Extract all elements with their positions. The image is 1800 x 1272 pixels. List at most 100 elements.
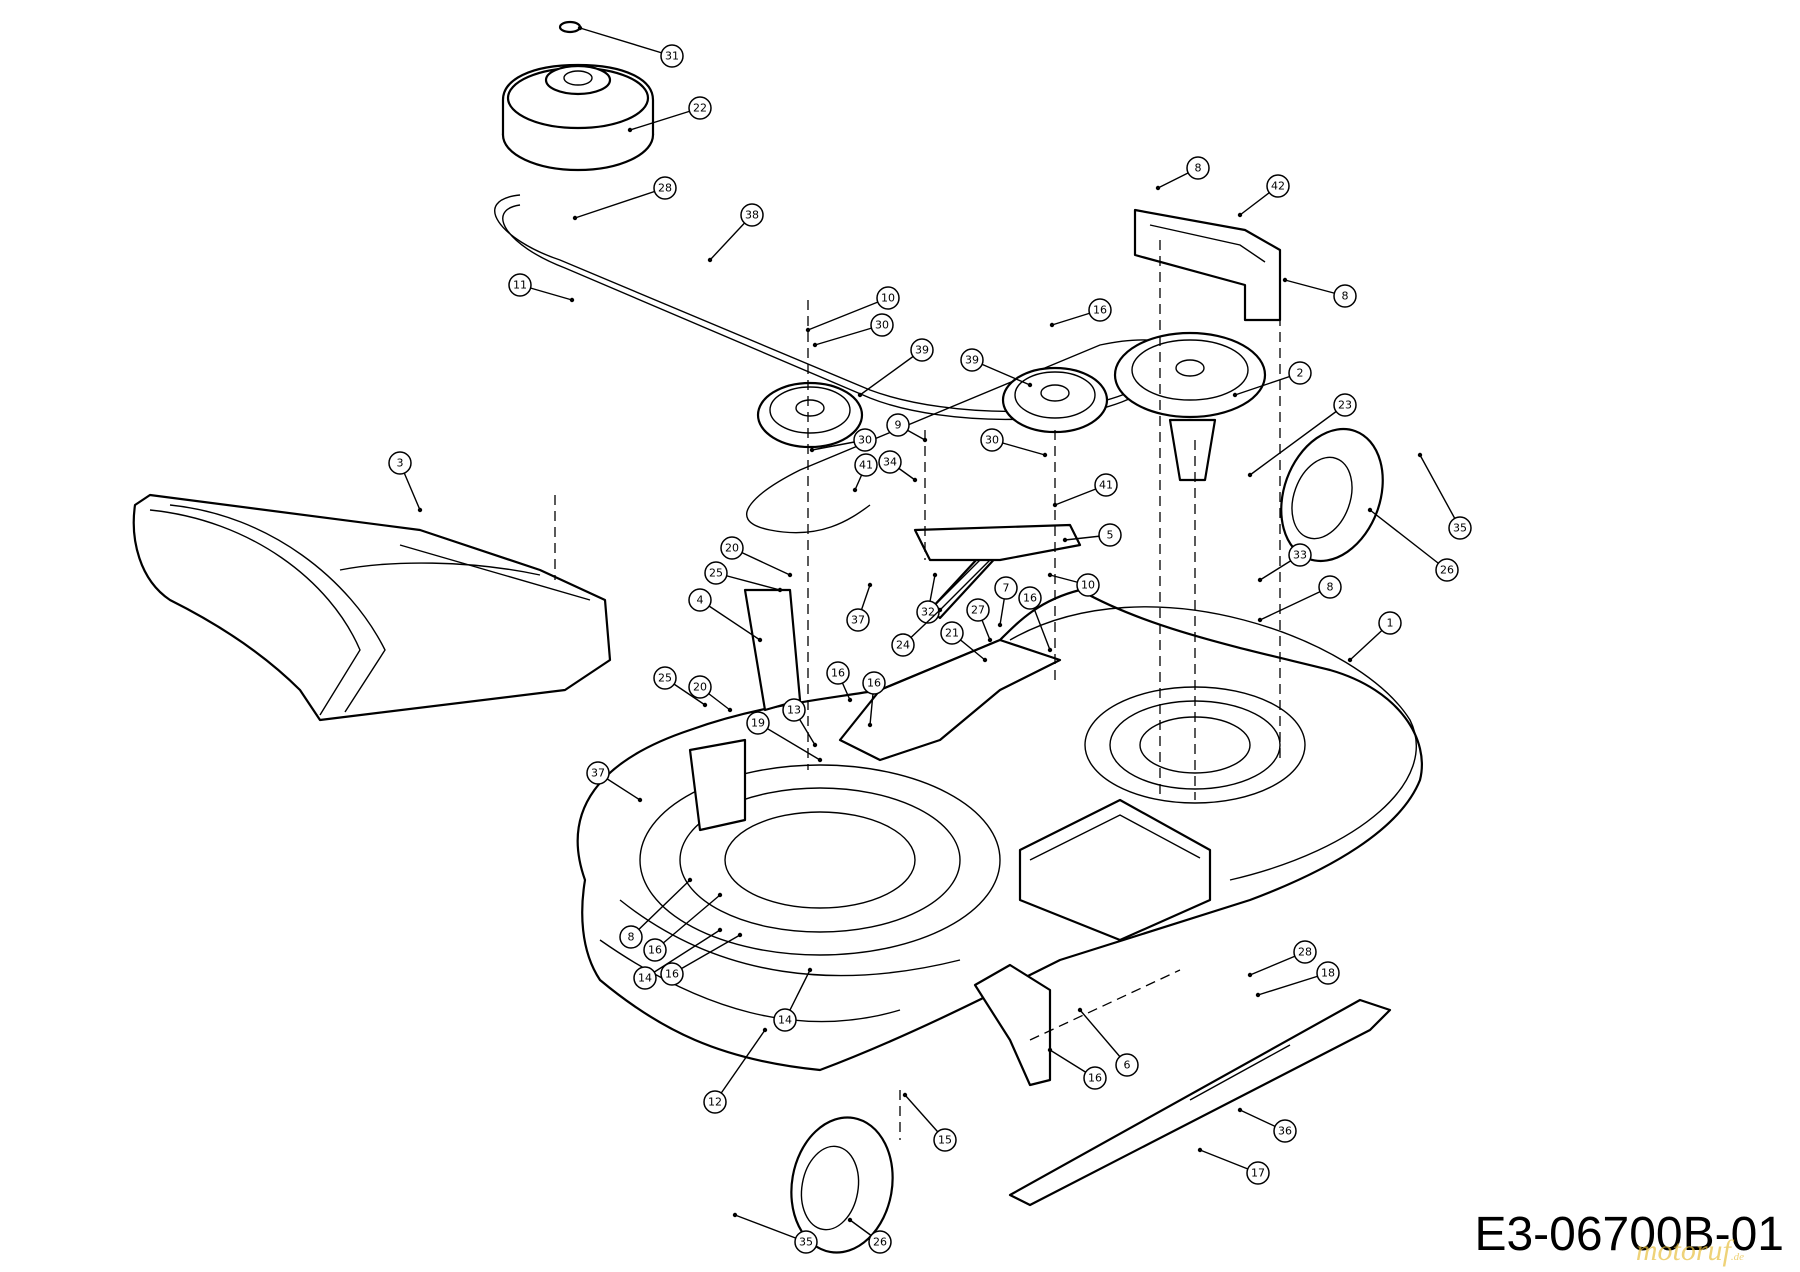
callout-arrowhead	[809, 447, 815, 453]
callout-arrowhead	[1417, 452, 1423, 458]
callout-leader-22	[629, 107, 701, 131]
callout-circle-8	[619, 925, 643, 949]
callout-label-34: 34	[883, 456, 897, 469]
callout-arrowhead	[787, 572, 793, 578]
callout-label-16: 16	[665, 968, 679, 981]
callout-circle-1	[1378, 611, 1402, 635]
callout-arrowhead	[1257, 577, 1263, 583]
callout-label-30: 30	[985, 434, 999, 447]
callout-label-8: 8	[628, 931, 635, 944]
callout-leader-31	[579, 27, 673, 57]
callout-arrowhead	[717, 892, 723, 898]
callout-circle-6	[1115, 1053, 1139, 1077]
callout-arrowhead	[805, 327, 811, 333]
callout-label-16: 16	[648, 944, 662, 957]
callout-label-31: 31	[665, 50, 679, 63]
callout-label-17: 17	[1251, 1167, 1265, 1180]
callout-label-25: 25	[709, 567, 723, 580]
callout-label-24: 24	[896, 639, 910, 652]
callout-label-28: 28	[658, 182, 672, 195]
callout-label-30: 30	[875, 319, 889, 332]
callout-circle-39	[910, 338, 934, 362]
callout-arrowhead	[937, 607, 943, 613]
idler-pulley-right	[1001, 366, 1109, 434]
watermark: motoruf.de	[1635, 1234, 1744, 1267]
callout-label-37: 37	[591, 767, 605, 780]
callout-circle-20	[688, 675, 712, 699]
callout-label-42: 42	[1271, 180, 1285, 193]
callout-arrowhead	[757, 637, 763, 643]
callout-label-6: 6	[1124, 1059, 1131, 1072]
callout-circle-38	[740, 203, 764, 227]
callout-label-10: 10	[1081, 579, 1095, 592]
callout-arrowhead	[1237, 1107, 1243, 1113]
callout-arrowhead	[847, 1217, 853, 1223]
callout-arrowhead	[1197, 1147, 1203, 1153]
callout-circle-13	[782, 698, 806, 722]
callout-label-16: 16	[867, 677, 881, 690]
callout-circle-28	[653, 176, 677, 200]
callout-label-38: 38	[745, 209, 759, 222]
callout-label-22: 22	[693, 102, 707, 115]
callout-arrowhead	[1027, 382, 1033, 388]
belt-guard-bracket	[1133, 208, 1282, 322]
callout-leader-6	[1079, 1009, 1128, 1066]
callout-circle-16	[1018, 586, 1042, 610]
callout-label-3: 3	[397, 457, 404, 470]
callout-circle-10	[876, 286, 900, 310]
callout-arrowhead	[812, 742, 818, 748]
callout-arrowhead	[737, 932, 743, 938]
callout-label-27: 27	[971, 604, 985, 617]
callout-circle-16	[1083, 1066, 1107, 1090]
callout-circle-22	[688, 96, 712, 120]
callout-circle-16	[643, 938, 667, 962]
callout-label-4: 4	[697, 594, 704, 607]
callout-arrowhead	[912, 477, 918, 483]
callout-circle-15	[933, 1128, 957, 1152]
callout-circle-7	[994, 576, 1018, 600]
callout-leader-16	[654, 894, 721, 951]
callout-arrowhead	[717, 927, 723, 933]
callout-label-35: 35	[1453, 522, 1467, 535]
callout-arrowhead	[1047, 647, 1053, 653]
callout-label-26: 26	[1440, 564, 1454, 577]
callout-circle-30	[870, 313, 894, 337]
callout-arrowhead	[1155, 185, 1161, 191]
callout-arrowhead	[1347, 657, 1353, 663]
callout-circle-35	[1448, 516, 1472, 540]
callout-leader-18	[1257, 972, 1329, 996]
callout-leader-23	[1249, 404, 1346, 476]
callout-label-26: 26	[873, 1236, 887, 1249]
baffle-bracket	[973, 963, 1052, 1087]
callout-arrowhead	[777, 587, 783, 593]
callout-arrowhead	[922, 437, 928, 443]
callout-arrowhead	[987, 637, 993, 643]
callout-leader-12	[714, 1029, 766, 1103]
electric-pto-clutch	[501, 20, 655, 172]
callout-label-7: 7	[1003, 582, 1010, 595]
callout-label-35: 35	[799, 1236, 813, 1249]
callout-leader-14	[644, 929, 721, 979]
callout-arrowhead	[762, 1027, 768, 1033]
callout-label-1: 1	[1387, 617, 1394, 630]
callout-label-20: 20	[725, 542, 739, 555]
callout-circle-17	[1246, 1161, 1270, 1185]
callout-circle-14	[633, 966, 657, 990]
callout-leader-8	[630, 879, 691, 938]
callout-circle-37	[586, 761, 610, 785]
callout-label-16: 16	[1093, 304, 1107, 317]
callout-leader-39	[859, 349, 923, 396]
callout-label-15: 15	[938, 1134, 952, 1147]
callout-arrowhead	[867, 722, 873, 728]
callout-label-18: 18	[1321, 967, 1335, 980]
callout-label-11: 11	[513, 279, 527, 292]
callout-circle-19	[746, 711, 770, 735]
callout-circle-36	[1273, 1119, 1297, 1143]
callout-leader-19	[757, 722, 821, 761]
callout-arrowhead	[807, 967, 813, 973]
callout-circle-11	[508, 273, 532, 297]
callout-circle-34	[878, 450, 902, 474]
spindle-assembly	[1113, 331, 1267, 482]
